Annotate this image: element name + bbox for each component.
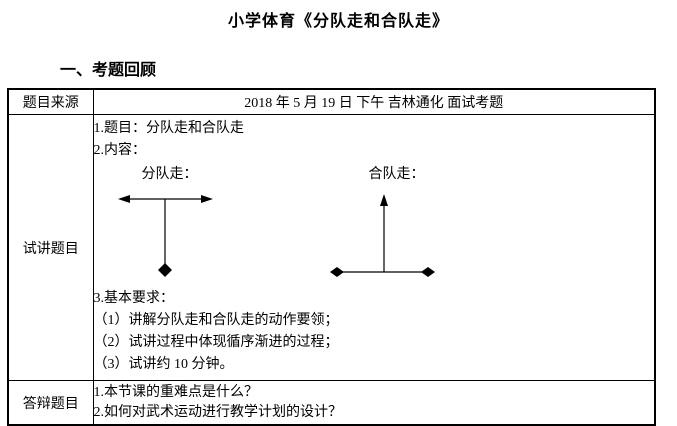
up-arrowhead-icon [379, 194, 388, 206]
defense-row-label: 答辩题目 [7, 380, 94, 426]
requirement-item: （3）试讲约 10 分钟。 [93, 357, 234, 372]
section-heading: 一、考题回顾 [60, 62, 157, 79]
lecture-row-label: 试讲题目 [7, 114, 94, 381]
left-arrowhead-icon [117, 195, 130, 203]
exam-question-table: 题目来源 2018 年 5 月 19 日 下午 吉林通化 面试考题 试讲题目 1… [7, 88, 656, 426]
lecture-content-line: 2.内容： [93, 143, 147, 158]
requirement-item: （2）试讲过程中体现循序渐进的过程； [93, 335, 339, 350]
table-row-source: 题目来源 2018 年 5 月 19 日 下午 吉林通化 面试考题 [7, 88, 656, 115]
defense-question: 1.本节课的重难点是什么？ [93, 384, 259, 400]
lecture-topic-line: 1.题目：分队走和合队走 [93, 121, 245, 136]
requirements-heading: 3.基本要求： [93, 291, 175, 306]
lecture-row-content: 1.题目：分队走和合队走 2.内容： 分队走： 合队走： [92, 114, 656, 381]
defense-question: 2.如何对武术运动进行教学计划的设计？ [93, 404, 343, 420]
diamond-marker-icon [420, 267, 435, 277]
defense-row-content: 1.本节课的重难点是什么？ 2.如何对武术运动进行教学计划的设计？ [92, 380, 656, 426]
source-row-label: 题目来源 [7, 88, 94, 115]
diamond-marker-icon [329, 267, 344, 277]
march-diagrams: 分队走： 合队走： [94, 162, 655, 288]
page-title: 小学体育《分队走和合队走》 [227, 13, 449, 30]
table-row-lecture: 试讲题目 1.题目：分队走和合队走 2.内容： 分队走： 合队走： [7, 114, 656, 381]
merge-march-label: 合队走： [368, 167, 425, 182]
requirement-item: （1）讲解分队走和合队走的动作要领； [93, 313, 339, 328]
source-row-value: 2018 年 5 月 19 日 下午 吉林通化 面试考题 [92, 88, 656, 115]
right-arrowhead-icon [200, 195, 213, 203]
diamond-marker-icon [157, 263, 172, 277]
split-march-diagram [117, 195, 213, 277]
lecture-content: 1.题目：分队走和合队走 2.内容： 分队走： 合队走： [94, 118, 655, 376]
table-row-defense: 答辩题目 1.本节课的重难点是什么？ 2.如何对武术运动进行教学计划的设计？ [7, 380, 656, 426]
merge-march-diagram [329, 194, 435, 277]
march-diagram-svg [117, 194, 435, 277]
split-march-label: 分队走： [141, 167, 198, 182]
